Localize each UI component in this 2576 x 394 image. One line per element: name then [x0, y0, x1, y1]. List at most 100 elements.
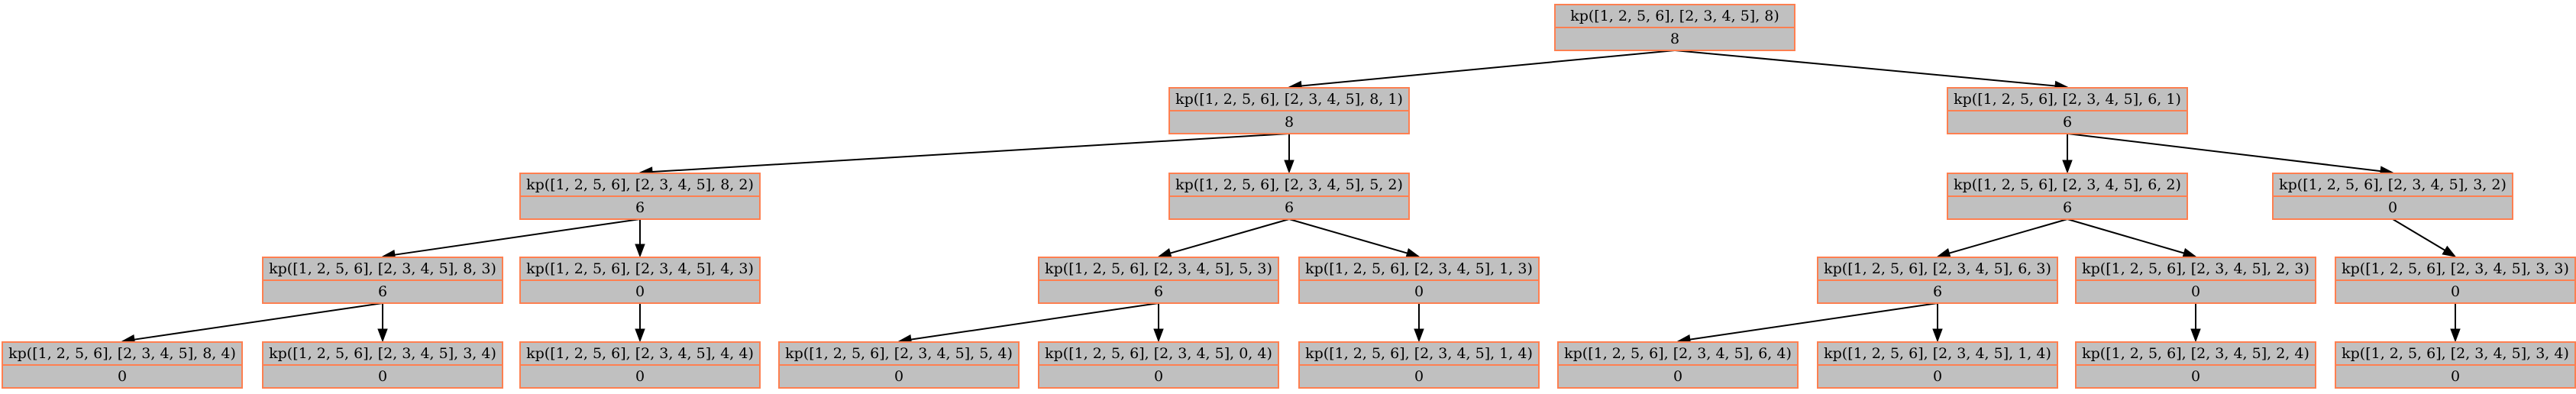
node-value-label: 0: [1933, 368, 1942, 385]
node-call-label: kp([1, 2, 5, 6], [2, 3, 4, 5], 6, 2): [1954, 176, 2181, 193]
node-call-label: kp([1, 2, 5, 6], [2, 3, 4, 5], 6, 4): [1564, 345, 1792, 362]
node-call-label: kp([1, 2, 5, 6], [2, 3, 4, 5], 1, 3): [1305, 260, 1533, 277]
tree-node-n_1_4a: kp([1, 2, 5, 6], [2, 3, 4, 5], 1, 4) 0: [1298, 341, 1540, 389]
arrowhead-icon: [1153, 328, 1164, 343]
arrowhead-icon: [1405, 247, 1421, 258]
node-value-label: 6: [378, 283, 387, 300]
node-value-label: 6: [1933, 283, 1942, 300]
node-value-label: 0: [635, 368, 645, 385]
node-call-label: kp([1, 2, 5, 6], [2, 3, 4, 5], 3, 3): [2342, 260, 2569, 277]
tree-node-n_3_4a: kp([1, 2, 5, 6], [2, 3, 4, 5], 3, 4) 0: [262, 341, 503, 389]
node-call-label: kp([1, 2, 5, 6], [2, 3, 4, 5], 6, 3): [1824, 260, 2051, 277]
node-call-label: kp([1, 2, 5, 6], [2, 3, 4, 5], 8): [1570, 8, 1779, 24]
tree-node-n_5_4: kp([1, 2, 5, 6], [2, 3, 4, 5], 5, 4) 0: [778, 341, 1020, 389]
tree-node-n_5_2: kp([1, 2, 5, 6], [2, 3, 4, 5], 5, 2) 6: [1168, 173, 1410, 220]
edge-n_5_2-to-n_5_3: [1170, 218, 1290, 254]
edge-n_5_2-to-n_1_3: [1288, 218, 1408, 254]
arrowhead-icon: [2442, 245, 2457, 257]
node-call-label: kp([1, 2, 5, 6], [2, 3, 4, 5], 1, 4): [1305, 345, 1533, 362]
arrowhead-icon: [377, 328, 388, 343]
edge-n_6_2-to-n_6_3: [1949, 218, 2068, 254]
tree-node-n_6_2: kp([1, 2, 5, 6], [2, 3, 4, 5], 6, 2) 6: [1947, 173, 2188, 220]
node-value-label: 0: [378, 368, 387, 385]
node-call-label: kp([1, 2, 5, 6], [2, 3, 4, 5], 5, 4): [785, 345, 1013, 362]
edge-n_5_3-to-n_5_4: [910, 302, 1159, 341]
node-value-label: 0: [894, 368, 903, 385]
tree-node-n_8_2: kp([1, 2, 5, 6], [2, 3, 4, 5], 8, 2) 6: [519, 173, 761, 220]
tree-node-n_2_3: kp([1, 2, 5, 6], [2, 3, 4, 5], 2, 3) 0: [2075, 257, 2316, 304]
edge-n_8_3-to-n_8_4: [134, 302, 383, 341]
tree-node-n_1_3: kp([1, 2, 5, 6], [2, 3, 4, 5], 1, 3) 0: [1298, 257, 1540, 304]
nodes-layer: kp([1, 2, 5, 6], [2, 3, 4, 5], 8)8kp([1,…: [2, 4, 2576, 389]
arrowhead-icon: [2450, 328, 2461, 343]
node-call-label: kp([1, 2, 5, 6], [2, 3, 4, 5], 0, 4): [1045, 345, 1272, 362]
node-value-label: 0: [2191, 283, 2200, 300]
node-value-label: 0: [2451, 368, 2460, 385]
node-call-label: kp([1, 2, 5, 6], [2, 3, 4, 5], 3, 2): [2279, 176, 2507, 193]
node-value-label: 6: [2063, 199, 2072, 216]
node-value-label: 0: [1414, 283, 1424, 300]
node-value-label: 0: [118, 368, 127, 385]
arrowhead-icon: [1157, 247, 1172, 258]
tree-node-n_6_3: kp([1, 2, 5, 6], [2, 3, 4, 5], 6, 3) 6: [1817, 257, 2058, 304]
tree-node-n_2_4: kp([1, 2, 5, 6], [2, 3, 4, 5], 2, 4) 0: [2075, 341, 2316, 389]
edge-n_8_2-to-n_8_3: [394, 218, 641, 256]
node-call-label: kp([1, 2, 5, 6], [2, 3, 4, 5], 4, 4): [526, 345, 754, 362]
node-value-label: 6: [2063, 114, 2072, 131]
node-call-label: kp([1, 2, 5, 6], [2, 3, 4, 5], 1, 4): [1824, 345, 2051, 362]
tree-node-n_3_2: kp([1, 2, 5, 6], [2, 3, 4, 5], 3, 2) 0: [2272, 173, 2513, 220]
tree-node-n_3_4b: kp([1, 2, 5, 6], [2, 3, 4, 5], 3, 4) 0: [2335, 341, 2576, 389]
edge-n_3_2-to-n_3_3: [2392, 218, 2445, 251]
node-call-label: kp([1, 2, 5, 6], [2, 3, 4, 5], 8, 3): [269, 260, 496, 277]
node-value-label: 6: [635, 199, 645, 216]
node-call-label: kp([1, 2, 5, 6], [2, 3, 4, 5], 4, 3): [526, 260, 754, 277]
arrowhead-icon: [635, 328, 645, 343]
node-value-label: 0: [635, 283, 645, 300]
node-value-label: 0: [2388, 199, 2397, 216]
node-call-label: kp([1, 2, 5, 6], [2, 3, 4, 5], 8, 1): [1175, 91, 1403, 108]
tree-node-root: kp([1, 2, 5, 6], [2, 3, 4, 5], 8) 8: [1554, 4, 1795, 51]
tree-node-n_6_4: kp([1, 2, 5, 6], [2, 3, 4, 5], 6, 4) 0: [1557, 341, 1799, 389]
edge-n_8_1-to-n_8_2: [651, 133, 1290, 173]
edge-n_6_2-to-n_2_3: [2067, 218, 2184, 254]
tree-node-n_8_1: kp([1, 2, 5, 6], [2, 3, 4, 5], 8, 1) 8: [1168, 87, 1410, 134]
node-call-label: kp([1, 2, 5, 6], [2, 3, 4, 5], 2, 3): [2082, 260, 2309, 277]
edges-layer: [121, 50, 2461, 345]
node-value-label: 0: [1154, 368, 1163, 385]
node-call-label: kp([1, 2, 5, 6], [2, 3, 4, 5], 5, 2): [1175, 176, 1403, 193]
arrowhead-icon: [1936, 247, 1951, 258]
arrowhead-icon: [2182, 247, 2197, 258]
tree-node-n_8_4: kp([1, 2, 5, 6], [2, 3, 4, 5], 8, 4) 0: [2, 341, 243, 389]
tree-node-n_4_4: kp([1, 2, 5, 6], [2, 3, 4, 5], 4, 4) 0: [519, 341, 761, 389]
node-call-label: kp([1, 2, 5, 6], [2, 3, 4, 5], 3, 4): [2342, 345, 2569, 362]
node-value-label: 0: [2451, 283, 2460, 300]
tree-node-n_3_3: kp([1, 2, 5, 6], [2, 3, 4, 5], 3, 3) 0: [2335, 257, 2576, 304]
arrowhead-icon: [1414, 328, 1424, 343]
arrowhead-icon: [1932, 328, 1943, 343]
edge-n_6_1-to-n_3_2: [2067, 133, 2381, 173]
tree-node-n_1_4b: kp([1, 2, 5, 6], [2, 3, 4, 5], 1, 4) 0: [1817, 341, 2058, 389]
tree-node-n_4_3: kp([1, 2, 5, 6], [2, 3, 4, 5], 4, 3) 0: [519, 257, 761, 304]
edge-root-to-n_8_1: [1301, 50, 1676, 87]
tree-node-n_8_3: kp([1, 2, 5, 6], [2, 3, 4, 5], 8, 3) 6: [262, 257, 503, 304]
node-value-label: 0: [1414, 368, 1424, 385]
edge-root-to-n_6_1: [1674, 50, 2056, 87]
node-call-label: kp([1, 2, 5, 6], [2, 3, 4, 5], 2, 4): [2082, 345, 2309, 362]
node-value-label: 8: [1670, 31, 1679, 47]
tree-node-n_5_3: kp([1, 2, 5, 6], [2, 3, 4, 5], 5, 3) 6: [1038, 257, 1279, 304]
node-value-label: 0: [1673, 368, 1682, 385]
tree-node-n_0_4: kp([1, 2, 5, 6], [2, 3, 4, 5], 0, 4) 0: [1038, 341, 1279, 389]
node-call-label: kp([1, 2, 5, 6], [2, 3, 4, 5], 8, 4): [8, 345, 236, 362]
node-value-label: 6: [1154, 283, 1163, 300]
edge-n_6_3-to-n_6_4: [1689, 302, 1938, 341]
node-value-label: 8: [1285, 114, 1294, 131]
arrowhead-icon: [2062, 160, 2073, 174]
arrowhead-icon: [1284, 160, 1294, 174]
node-call-label: kp([1, 2, 5, 6], [2, 3, 4, 5], 3, 4): [269, 345, 496, 362]
node-value-label: 6: [1285, 199, 1294, 216]
node-value-label: 0: [2191, 368, 2200, 385]
node-call-label: kp([1, 2, 5, 6], [2, 3, 4, 5], 5, 3): [1045, 260, 1272, 277]
node-call-label: kp([1, 2, 5, 6], [2, 3, 4, 5], 8, 2): [526, 176, 754, 193]
tree-node-n_6_1: kp([1, 2, 5, 6], [2, 3, 4, 5], 6, 1)6: [1947, 87, 2188, 134]
